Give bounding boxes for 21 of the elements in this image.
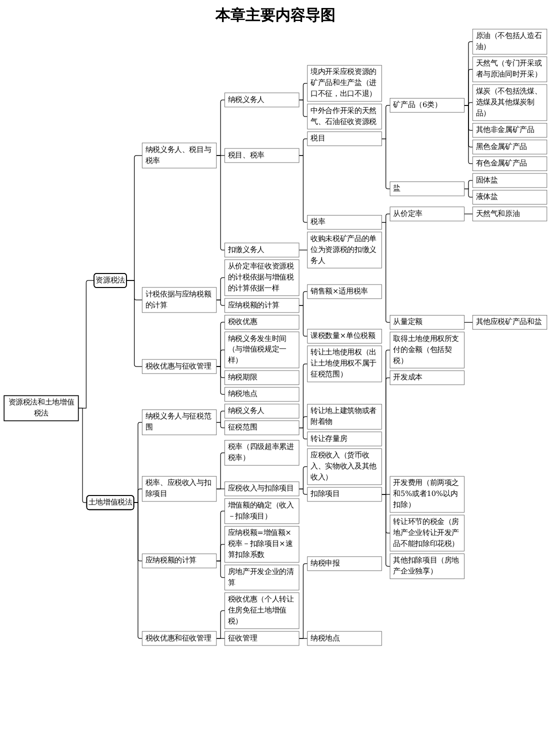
connector [216, 560, 226, 578]
connector [216, 366, 226, 395]
connector [381, 138, 390, 190]
connector [216, 610, 226, 639]
connector [298, 638, 308, 639]
connector [381, 222, 390, 323]
connector [216, 638, 226, 639]
connector [298, 428, 308, 440]
diagram-title: 本章主要内容导图 [216, 6, 336, 25]
connector [298, 563, 308, 639]
connector [464, 188, 473, 198]
connector [298, 155, 308, 223]
connector [464, 105, 473, 164]
connector [216, 300, 226, 306]
connector [133, 502, 142, 639]
connector [298, 488, 308, 495]
connector [298, 305, 308, 336]
connector [216, 422, 226, 428]
connector [298, 100, 308, 117]
connector [126, 280, 142, 367]
connector [78, 408, 88, 503]
